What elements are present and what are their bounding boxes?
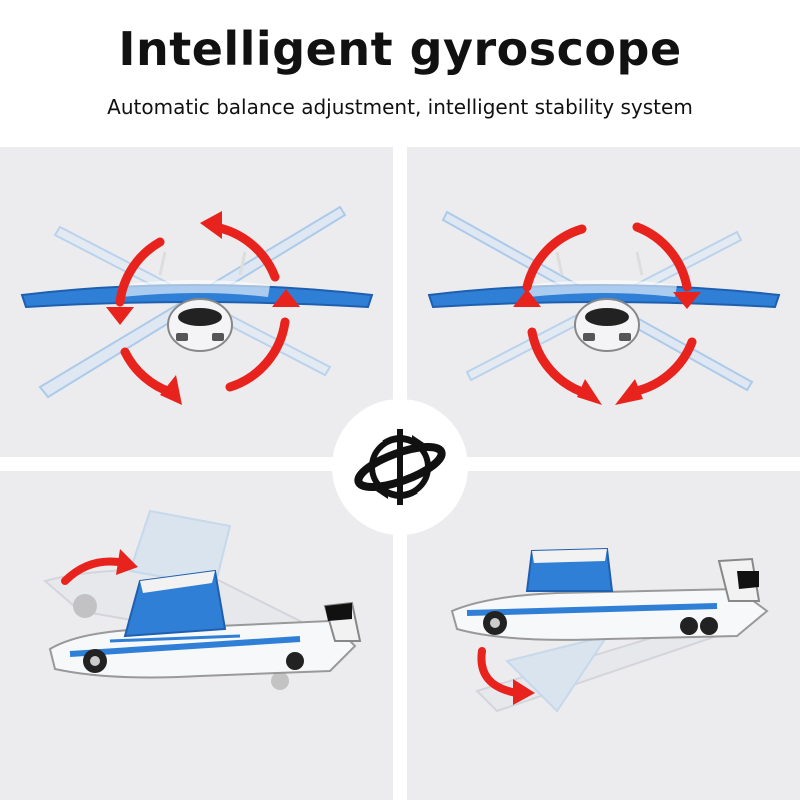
red-curved-arrow-icon bbox=[477, 647, 535, 705]
pitch-up-panel bbox=[0, 471, 393, 800]
roll-left-illustration bbox=[20, 205, 374, 405]
arrowheads bbox=[106, 211, 300, 405]
pitch-down-panel bbox=[407, 471, 800, 800]
airplane-car-icon bbox=[48, 569, 362, 690]
red-curved-arrow-icon bbox=[61, 549, 138, 585]
airplane-car-icon bbox=[20, 251, 374, 352]
page-title: Intelligent gyroscope bbox=[118, 22, 682, 76]
gyroscope-badge bbox=[332, 399, 468, 535]
red-rotation-arrows-icon bbox=[522, 222, 697, 397]
pitch-down-illustration bbox=[450, 547, 769, 713]
roll-right-illustration bbox=[427, 210, 781, 405]
gyroscope-icon bbox=[354, 429, 446, 505]
pitch-up-illustration bbox=[42, 509, 362, 690]
airplane-car-icon bbox=[450, 547, 769, 641]
roll-right-panel bbox=[407, 147, 800, 457]
page-subtitle: Automatic balance adjustment, intelligen… bbox=[107, 95, 693, 119]
airplane-car-icon bbox=[427, 251, 781, 352]
roll-left-panel bbox=[0, 147, 393, 457]
arrowheads bbox=[513, 289, 701, 405]
